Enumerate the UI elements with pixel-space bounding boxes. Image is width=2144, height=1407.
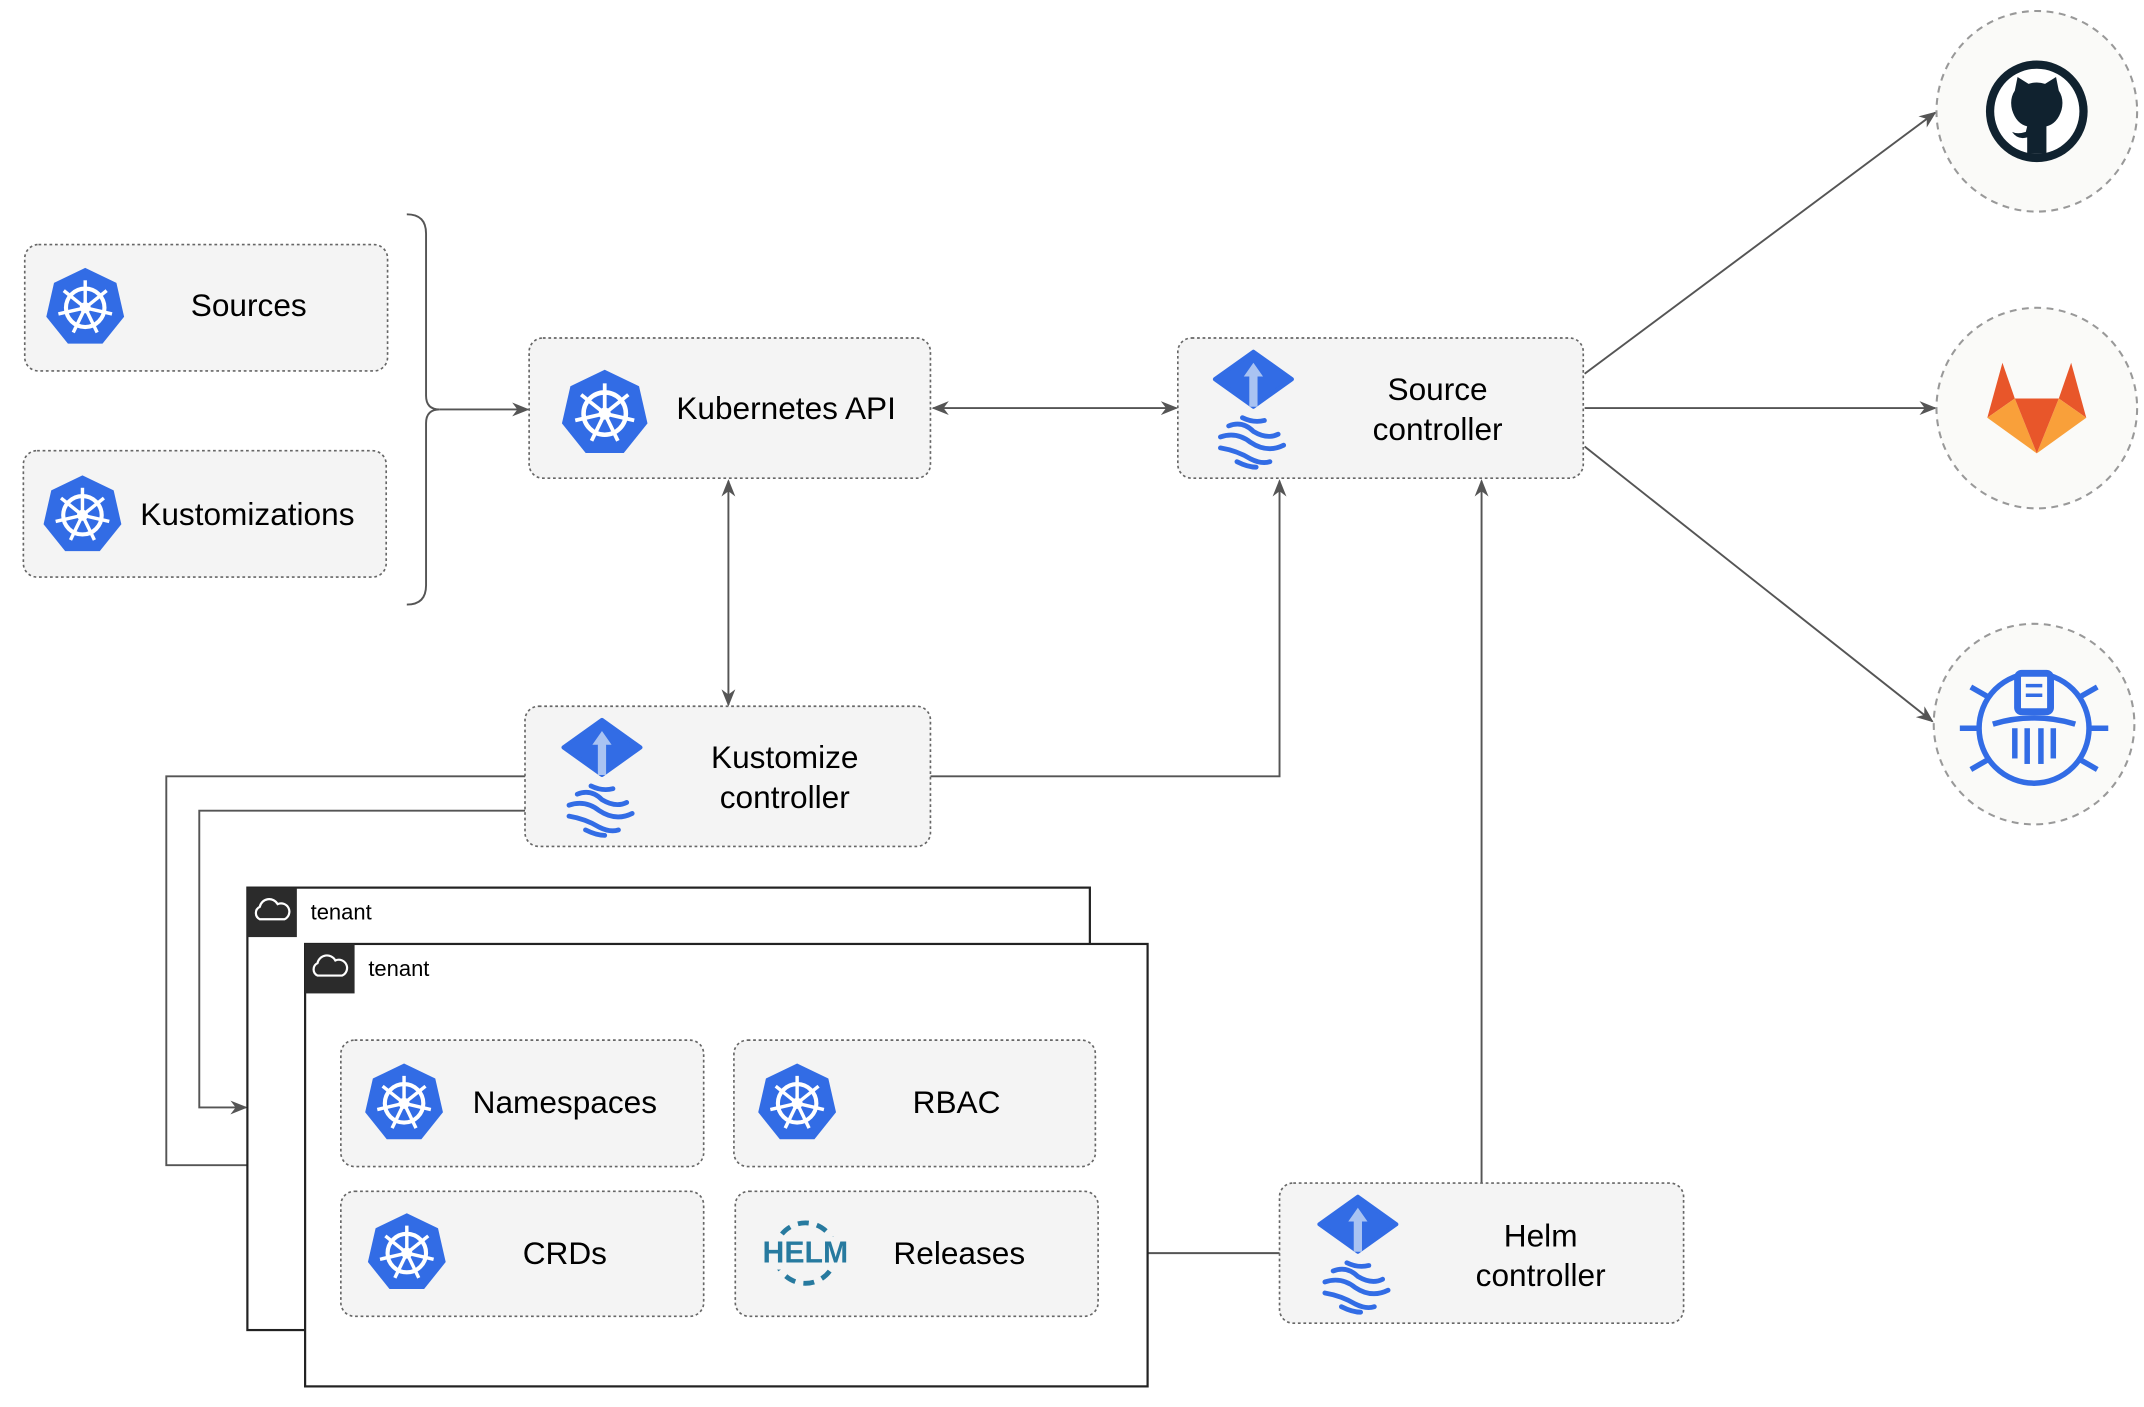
- edge-kustomize-to-source: [930, 479, 1287, 778]
- node-helm-controller[interactable]: Helm controller: [1278, 1182, 1685, 1325]
- edge-kustomize-to-tenant-front: [165, 775, 526, 1173]
- node-label: Kubernetes API: [676, 390, 896, 426]
- tenant-label: tenant: [311, 900, 372, 925]
- svg-text:HELM: HELM: [763, 1236, 849, 1269]
- node-label-line2: controller: [1476, 1257, 1606, 1293]
- node-label: CRDs: [523, 1235, 607, 1271]
- node-label-line1: Helm: [1504, 1217, 1578, 1253]
- node-label-line1: Kustomize: [711, 739, 859, 775]
- bucket-source[interactable]: [1932, 622, 2136, 826]
- edge-kustomize-to-tenant-back: [198, 809, 526, 1115]
- node-kustomize-controller[interactable]: Kustomize controller: [524, 705, 932, 848]
- edge-source-to-bucket: [1584, 445, 1934, 723]
- node-label: RBAC: [913, 1084, 1001, 1120]
- helm-icon: HELM: [763, 1220, 849, 1286]
- node-source-controller[interactable]: Source controller: [1177, 337, 1585, 479]
- gitlab-icon: [1987, 362, 2087, 454]
- node-label: Kustomizations: [140, 496, 354, 532]
- node-releases[interactable]: HELM Releases: [734, 1190, 1099, 1318]
- edge-source-to-github: [1584, 111, 1937, 375]
- node-label-line2: controller: [1373, 411, 1503, 447]
- tenant-label: tenant: [368, 956, 429, 981]
- node-label: Namespaces: [473, 1084, 657, 1120]
- node-crds[interactable]: CRDs: [340, 1190, 705, 1318]
- github-icon: [1985, 60, 2088, 163]
- node-label-line2: controller: [720, 779, 850, 815]
- grouping-brace: [406, 213, 440, 606]
- node-rbac[interactable]: RBAC: [733, 1039, 1097, 1168]
- node-kustomizations[interactable]: Kustomizations: [22, 449, 388, 578]
- github-source[interactable]: [1935, 9, 2139, 213]
- node-label-line1: Source: [1388, 371, 1488, 407]
- node-kubernetes-api[interactable]: Kubernetes API: [528, 337, 932, 479]
- bucket-icon: [1959, 669, 2109, 786]
- node-namespaces[interactable]: Namespaces: [340, 1039, 705, 1168]
- node-sources[interactable]: Sources: [23, 243, 389, 372]
- node-label: Releases: [893, 1235, 1025, 1271]
- node-label: Sources: [191, 287, 307, 323]
- tenant-front[interactable]: tenant Namespaces RBAC CRDs HELM Release…: [304, 942, 1149, 1388]
- gitlab-source[interactable]: [1935, 306, 2139, 510]
